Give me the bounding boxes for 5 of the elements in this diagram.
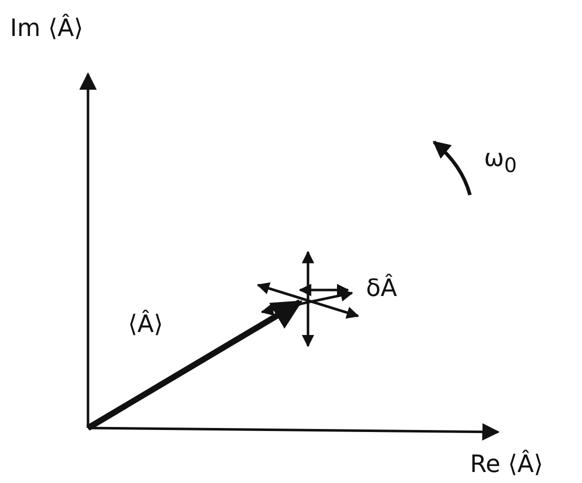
vector-label: ⟨Â⟩ bbox=[128, 312, 164, 336]
axis-label: Re ⟨Â⟩ bbox=[470, 452, 544, 476]
fluctuation-label: δÂ bbox=[366, 276, 398, 300]
angular-frequency-label: ω$_{0}$ bbox=[484, 146, 517, 175]
axis-label: Im ⟨Â⟩ bbox=[10, 16, 84, 40]
